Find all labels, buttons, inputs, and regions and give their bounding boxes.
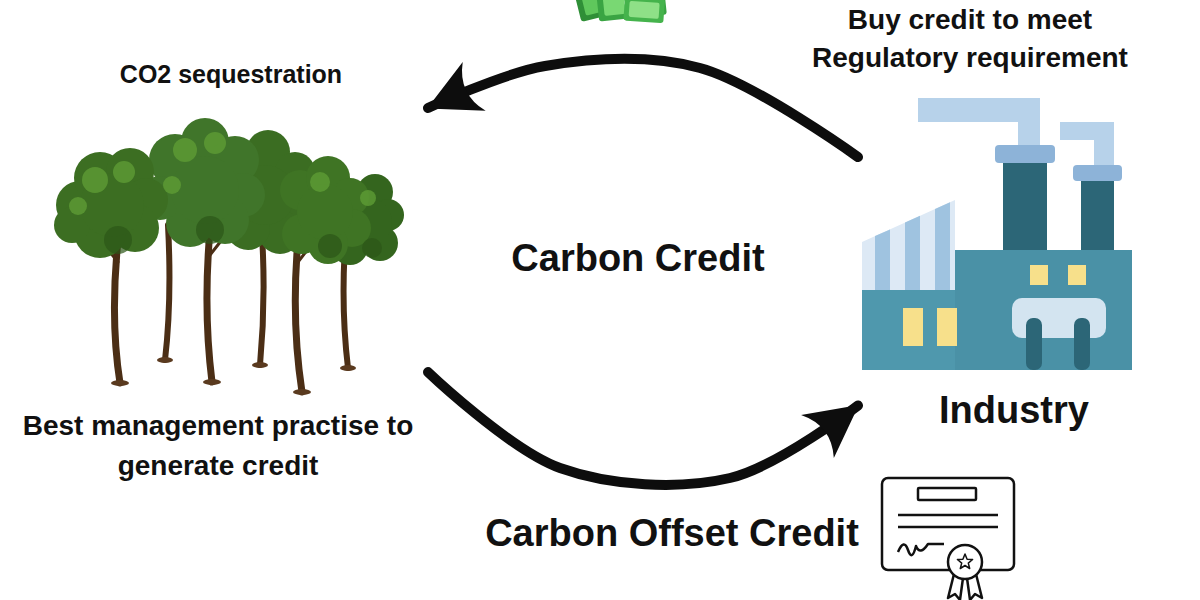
root: [340, 365, 356, 371]
tree-canopy: [54, 148, 168, 258]
seal: [948, 545, 982, 579]
window: [937, 308, 957, 346]
window: [903, 308, 923, 346]
leaf-highlight: [360, 190, 376, 206]
leaf-shadow: [362, 238, 382, 258]
main-building: [955, 250, 1132, 370]
leaf-cluster: [297, 184, 353, 240]
leaf-highlight: [113, 161, 135, 183]
roof-stripe: [935, 202, 950, 292]
leaf-shadow: [104, 226, 132, 254]
window: [1030, 265, 1048, 285]
chimney: [1081, 178, 1114, 258]
certificate-heading-bar: [918, 488, 976, 500]
leaf-shadows: [104, 216, 382, 258]
flow-arrow: [428, 59, 858, 157]
bill: [623, 0, 665, 23]
seal-star: [957, 554, 972, 569]
tree-roots: [111, 357, 356, 395]
trunk: [165, 225, 169, 360]
node-heading: CO2 sequestration: [81, 57, 381, 91]
tree-canopy: [280, 156, 371, 264]
roof-panel: [862, 200, 955, 292]
leaf-highlight: [173, 138, 197, 162]
bill-inner: [629, 1, 660, 19]
edge-label: Buy credit to meet Regulatory requiremen…: [800, 1, 1140, 77]
factory-illustration: [862, 98, 1132, 370]
roof-stripe: [905, 216, 920, 292]
roof-stripe: [875, 229, 890, 292]
root: [293, 389, 311, 395]
leaf-highlight: [69, 197, 87, 215]
bay-pillar: [1074, 318, 1090, 370]
certificate-line: [898, 526, 998, 529]
leaf-shadow: [196, 216, 224, 244]
money-icon: [574, 0, 667, 23]
flow-arrow: [428, 372, 858, 485]
tree-illustration: [54, 118, 404, 395]
root: [252, 362, 268, 368]
edge-label: Carbon Offset Credit: [472, 509, 872, 557]
center-label: Carbon Credit: [438, 234, 838, 282]
leaf-highlight: [163, 176, 181, 194]
signature: [898, 544, 944, 555]
smoke-pipe: [918, 98, 1040, 152]
root: [157, 357, 173, 363]
node-heading: Industry: [898, 388, 1130, 432]
node-text: Best management practise to generate cre…: [13, 406, 423, 486]
leaf-highlight: [82, 167, 108, 193]
leaf-cluster: [171, 156, 239, 224]
leaf-highlight: [310, 172, 330, 192]
root: [203, 379, 221, 385]
certificate-line: [898, 514, 998, 517]
smoke-pipe: [1060, 122, 1114, 170]
leaf-shadow: [318, 234, 342, 258]
bill-body: [623, 0, 665, 23]
certificate-icon: [882, 478, 1014, 600]
root: [111, 380, 129, 386]
window: [1068, 265, 1086, 285]
forest-node: CO2 sequestrationBest management practis…: [12, 55, 428, 490]
industry-node: Industry: [858, 95, 1138, 440]
chimney-cap: [1073, 165, 1122, 181]
edge-group: [428, 59, 858, 485]
leaf-highlight: [204, 132, 226, 154]
bay-pillar: [1026, 318, 1042, 370]
trunk: [260, 235, 264, 365]
leaf-highlights: [69, 132, 376, 215]
chimney-cap: [995, 145, 1055, 163]
chimney: [1003, 158, 1047, 258]
